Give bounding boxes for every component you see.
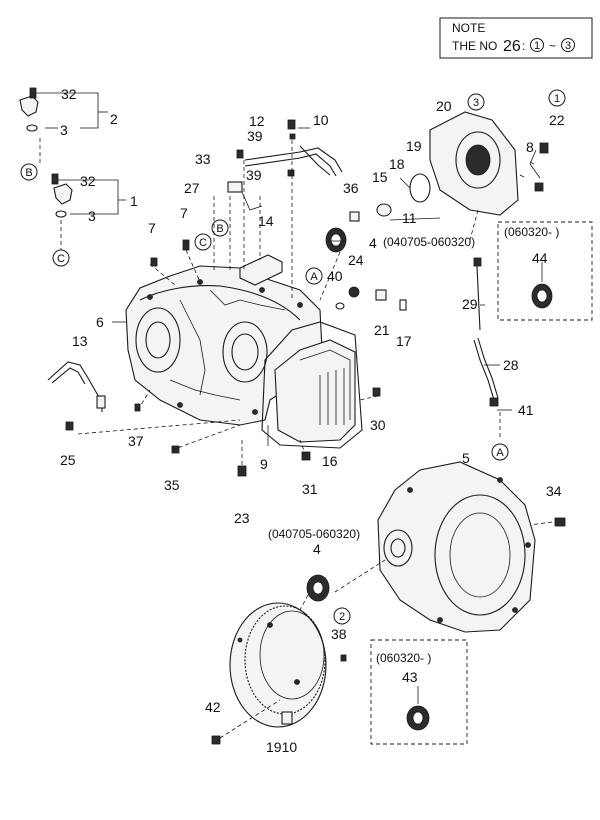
part-label-4a: 4 — [369, 235, 377, 251]
part-label-32a: 32 — [61, 86, 77, 102]
part-label-32b: 32 — [80, 173, 96, 189]
oil-seal-upper — [325, 227, 347, 253]
ref-note-3: 3 — [473, 97, 479, 109]
ref-b-top: B — [25, 167, 32, 179]
part-label-15: 15 — [372, 169, 388, 185]
part-label-16: 16 — [322, 453, 338, 469]
variant-box-lower — [370, 639, 468, 745]
wire-harness — [47, 361, 106, 412]
date-code-box-lower: (060320- ) — [376, 651, 431, 665]
part-label-7b: 7 — [180, 205, 188, 221]
ref-a-mid: A — [310, 271, 318, 283]
speed-sensor-upper — [19, 87, 58, 132]
note-box: NOTE THE NO 26 : 1 ~ 3 — [439, 17, 593, 59]
note-heading: NOTE — [452, 21, 485, 35]
part-label-44: 44 — [532, 250, 548, 266]
valve-cover — [239, 254, 283, 286]
part-label-39a: 39 — [247, 128, 263, 144]
circled-references: B C C B A A 1 2 3 — [20, 89, 566, 625]
ref-b-mid: B — [216, 223, 223, 235]
part-label-3a: 3 — [60, 122, 68, 138]
note-range-start: 1 — [534, 40, 540, 52]
part-label-22: 22 — [549, 112, 565, 128]
part-label-30: 30 — [370, 417, 386, 433]
transmission-case — [125, 265, 323, 426]
note-range-end: 3 — [565, 40, 571, 52]
ref-note-2: 2 — [339, 611, 345, 623]
leader-lines — [112, 127, 541, 446]
ref-note-1: 1 — [554, 93, 560, 105]
part-label-42: 42 — [205, 699, 221, 715]
part-label-6: 6 — [96, 314, 104, 330]
part-label-13: 13 — [72, 333, 88, 349]
svg-text::: : — [522, 39, 525, 53]
part-label-1910: 1910 — [266, 739, 297, 755]
date-code-seal-lower: (040705-060320) — [268, 527, 360, 541]
part-label-29: 29 — [462, 296, 478, 312]
part-label-31: 31 — [302, 481, 318, 497]
part-label-17: 17 — [396, 333, 412, 349]
part-label-2: 2 — [110, 111, 118, 127]
part-label-43: 43 — [402, 669, 418, 685]
part-label-25: 25 — [60, 452, 76, 468]
part-label-40: 40 — [327, 268, 343, 284]
part-label-27: 27 — [184, 180, 200, 196]
part-label-35: 35 — [164, 477, 180, 493]
part-label-28: 28 — [503, 357, 519, 373]
part-label-9: 9 — [260, 456, 268, 472]
oil-seal-lower — [306, 574, 330, 602]
dipstick — [473, 257, 499, 407]
part-label-38: 38 — [331, 626, 347, 642]
variant-box-upper — [497, 221, 593, 321]
oil-tube-assembly — [227, 145, 343, 211]
part-label-21: 21 — [374, 322, 390, 338]
part-label-14: 14 — [258, 213, 274, 229]
part-label-24: 24 — [348, 252, 364, 268]
part-label-10: 10 — [313, 112, 329, 128]
part-label-8: 8 — [526, 139, 534, 155]
part-label-12: 12 — [249, 113, 265, 129]
end-cover — [376, 111, 549, 217]
part-label-23: 23 — [234, 510, 250, 526]
speed-sensor-lower — [51, 173, 80, 218]
note-number: 26 — [503, 38, 521, 55]
part-label-41: 41 — [518, 402, 534, 418]
ref-a-right: A — [496, 447, 504, 459]
part-label-39b: 39 — [246, 167, 262, 183]
part-label-19: 19 — [406, 138, 422, 154]
note-range-sep: ~ — [549, 39, 556, 53]
part-label-33: 33 — [195, 151, 211, 167]
small-bolts — [65, 119, 566, 745]
note-prefix: THE NO — [452, 39, 497, 53]
part-label-37: 37 — [128, 433, 144, 449]
part-label-3b: 3 — [88, 208, 96, 224]
bracket-lines-2-1 — [58, 92, 126, 215]
part-label-4b: 4 — [313, 541, 321, 557]
date-codes: (040705-060320) (040705-060320) (060320-… — [268, 225, 559, 665]
part-label-20: 20 — [436, 98, 452, 114]
part-label-1: 1 — [130, 193, 138, 209]
date-code-seal-upper: (040705-060320) — [383, 235, 475, 249]
converter-housing — [377, 461, 536, 633]
part-label-7a: 7 — [148, 220, 156, 236]
part-label-34: 34 — [546, 483, 562, 499]
part-label-11: 11 — [402, 210, 417, 226]
ref-c-mid: C — [199, 237, 207, 249]
part-number-labels: 32 2 3 32 1 3 7 7 6 13 37 25 35 23 9 16 … — [60, 86, 565, 755]
part-label-36: 36 — [343, 180, 359, 196]
torque-converter — [229, 602, 347, 728]
part-label-5: 5 — [462, 450, 470, 466]
ref-c-left: C — [57, 253, 65, 265]
part-label-18: 18 — [389, 156, 405, 172]
date-code-box-upper: (060320- ) — [504, 225, 559, 239]
